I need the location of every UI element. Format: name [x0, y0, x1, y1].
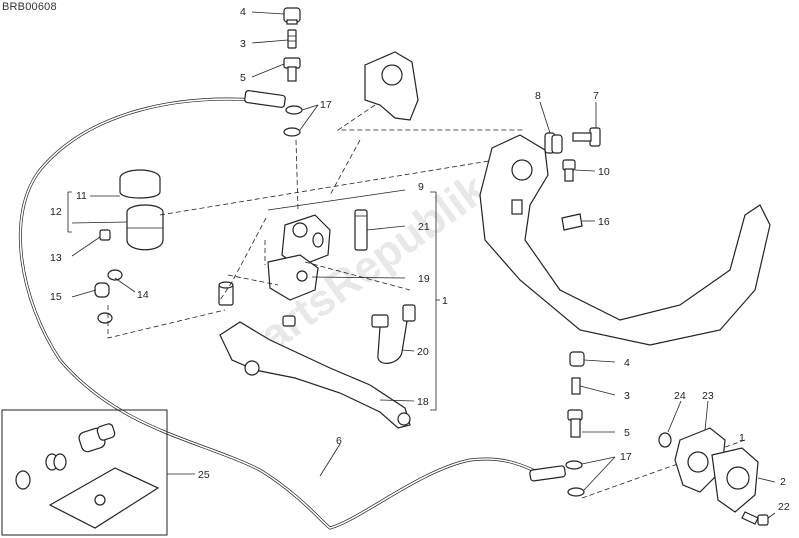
- callout-1-top: 1: [442, 295, 448, 307]
- callout-6: 6: [336, 435, 342, 447]
- callout-2: 2: [780, 476, 786, 488]
- callout-1-bottom: 1: [739, 432, 745, 444]
- callout-15: 15: [50, 291, 62, 303]
- bleeder-cap-top: [283, 7, 301, 25]
- callout-11: 11: [76, 190, 87, 202]
- screw-10: [562, 159, 576, 182]
- bleed-screw-bottom: [571, 377, 581, 395]
- callout-14: 14: [137, 289, 149, 301]
- pin-21: [354, 209, 368, 251]
- leader-lines: [67, 11, 776, 519]
- reservoir-cap: [119, 169, 161, 199]
- callout-23: 23: [702, 390, 714, 402]
- bleed-screw-top: [287, 29, 297, 49]
- callout-19: 19: [418, 273, 430, 285]
- master-cylinder-body: [267, 214, 331, 301]
- washer-17-bottom-a: [565, 460, 583, 470]
- hose-end-bottom: [529, 465, 566, 482]
- reservoir-hose-15: [94, 282, 110, 298]
- callout-10: 10: [598, 166, 610, 178]
- callout-7: 7: [593, 90, 599, 102]
- callout-12: 12: [50, 206, 62, 218]
- washer-17-top-a: [285, 105, 303, 115]
- callout-18: 18: [417, 396, 429, 408]
- handlebar-clamp: [364, 51, 419, 121]
- banjo-bolt-top: [283, 57, 301, 82]
- callout-21: 21: [418, 221, 430, 233]
- lever-guard: [479, 134, 771, 346]
- callout-9: 9: [418, 181, 424, 193]
- callout-25: 25: [198, 469, 210, 481]
- callout-3-top: 3: [240, 38, 246, 50]
- slave-cylinder: [674, 427, 759, 513]
- bleeder-cap-bottom: [569, 351, 585, 367]
- hose-end-top: [244, 90, 286, 108]
- nut-16: [561, 213, 583, 231]
- callout-3-bottom: 3: [624, 390, 630, 402]
- callout-22: 22: [778, 501, 790, 513]
- clutch-switch: [371, 304, 416, 364]
- repair-kit-parts: [15, 423, 160, 529]
- adjuster-nut: [282, 315, 296, 327]
- callout-4-top: 4: [240, 6, 246, 18]
- banjo-bolt-bottom: [567, 409, 583, 438]
- lever-adjuster-knob: [244, 360, 260, 376]
- screw-7: [572, 127, 601, 147]
- clutch-lever: [219, 321, 411, 429]
- bolt-22: [741, 511, 769, 526]
- seal-24: [658, 432, 672, 448]
- reservoir-bracket-13: [99, 229, 111, 241]
- callout-17-bottom: 17: [620, 451, 632, 463]
- callout-4-bottom: 4: [624, 357, 630, 369]
- reservoir: [126, 204, 164, 251]
- washer-17-top-b: [283, 127, 301, 137]
- spacer-8: [544, 132, 563, 154]
- callout-24: 24: [674, 390, 686, 402]
- repair-kit-box: [1, 409, 168, 536]
- callout-5-top: 5: [240, 72, 246, 84]
- callout-17-top: 17: [320, 99, 332, 111]
- callout-16: 16: [598, 216, 610, 228]
- diagram-code: BRB00608: [2, 1, 57, 13]
- callout-20: 20: [417, 346, 429, 358]
- callout-13: 13: [50, 252, 62, 264]
- washer-17-bottom-b: [567, 487, 585, 497]
- callout-5-bottom: 5: [624, 427, 630, 439]
- hose-clamp-14: [97, 269, 123, 324]
- callout-8: 8: [535, 90, 541, 102]
- pivot-bushing: [218, 281, 234, 306]
